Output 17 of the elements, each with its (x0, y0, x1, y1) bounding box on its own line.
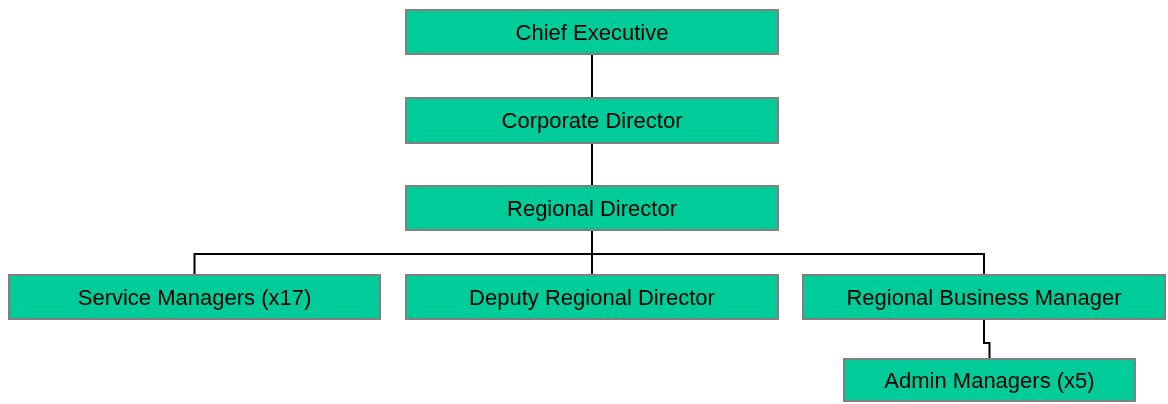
org-box (843, 358, 1136, 402)
box-label: Chief Executive (515, 18, 669, 47)
box-label: Service Managers (x17) (77, 283, 312, 312)
connector-line (591, 143, 593, 186)
org-box (405, 97, 779, 144)
org-box (405, 9, 779, 55)
box-label: Admin Managers (x5) (884, 366, 1095, 395)
box-label: Regional Business Manager (846, 283, 1122, 312)
org-box (8, 274, 381, 320)
box-label: Corporate Director (501, 107, 683, 135)
connector-line (591, 54, 593, 98)
org-box (802, 274, 1166, 320)
org-box (405, 274, 779, 320)
org-box (405, 185, 779, 231)
connector-line (983, 319, 991, 359)
box-label: Regional Director (507, 194, 677, 223)
box-label: Deputy Regional Director (469, 283, 715, 312)
